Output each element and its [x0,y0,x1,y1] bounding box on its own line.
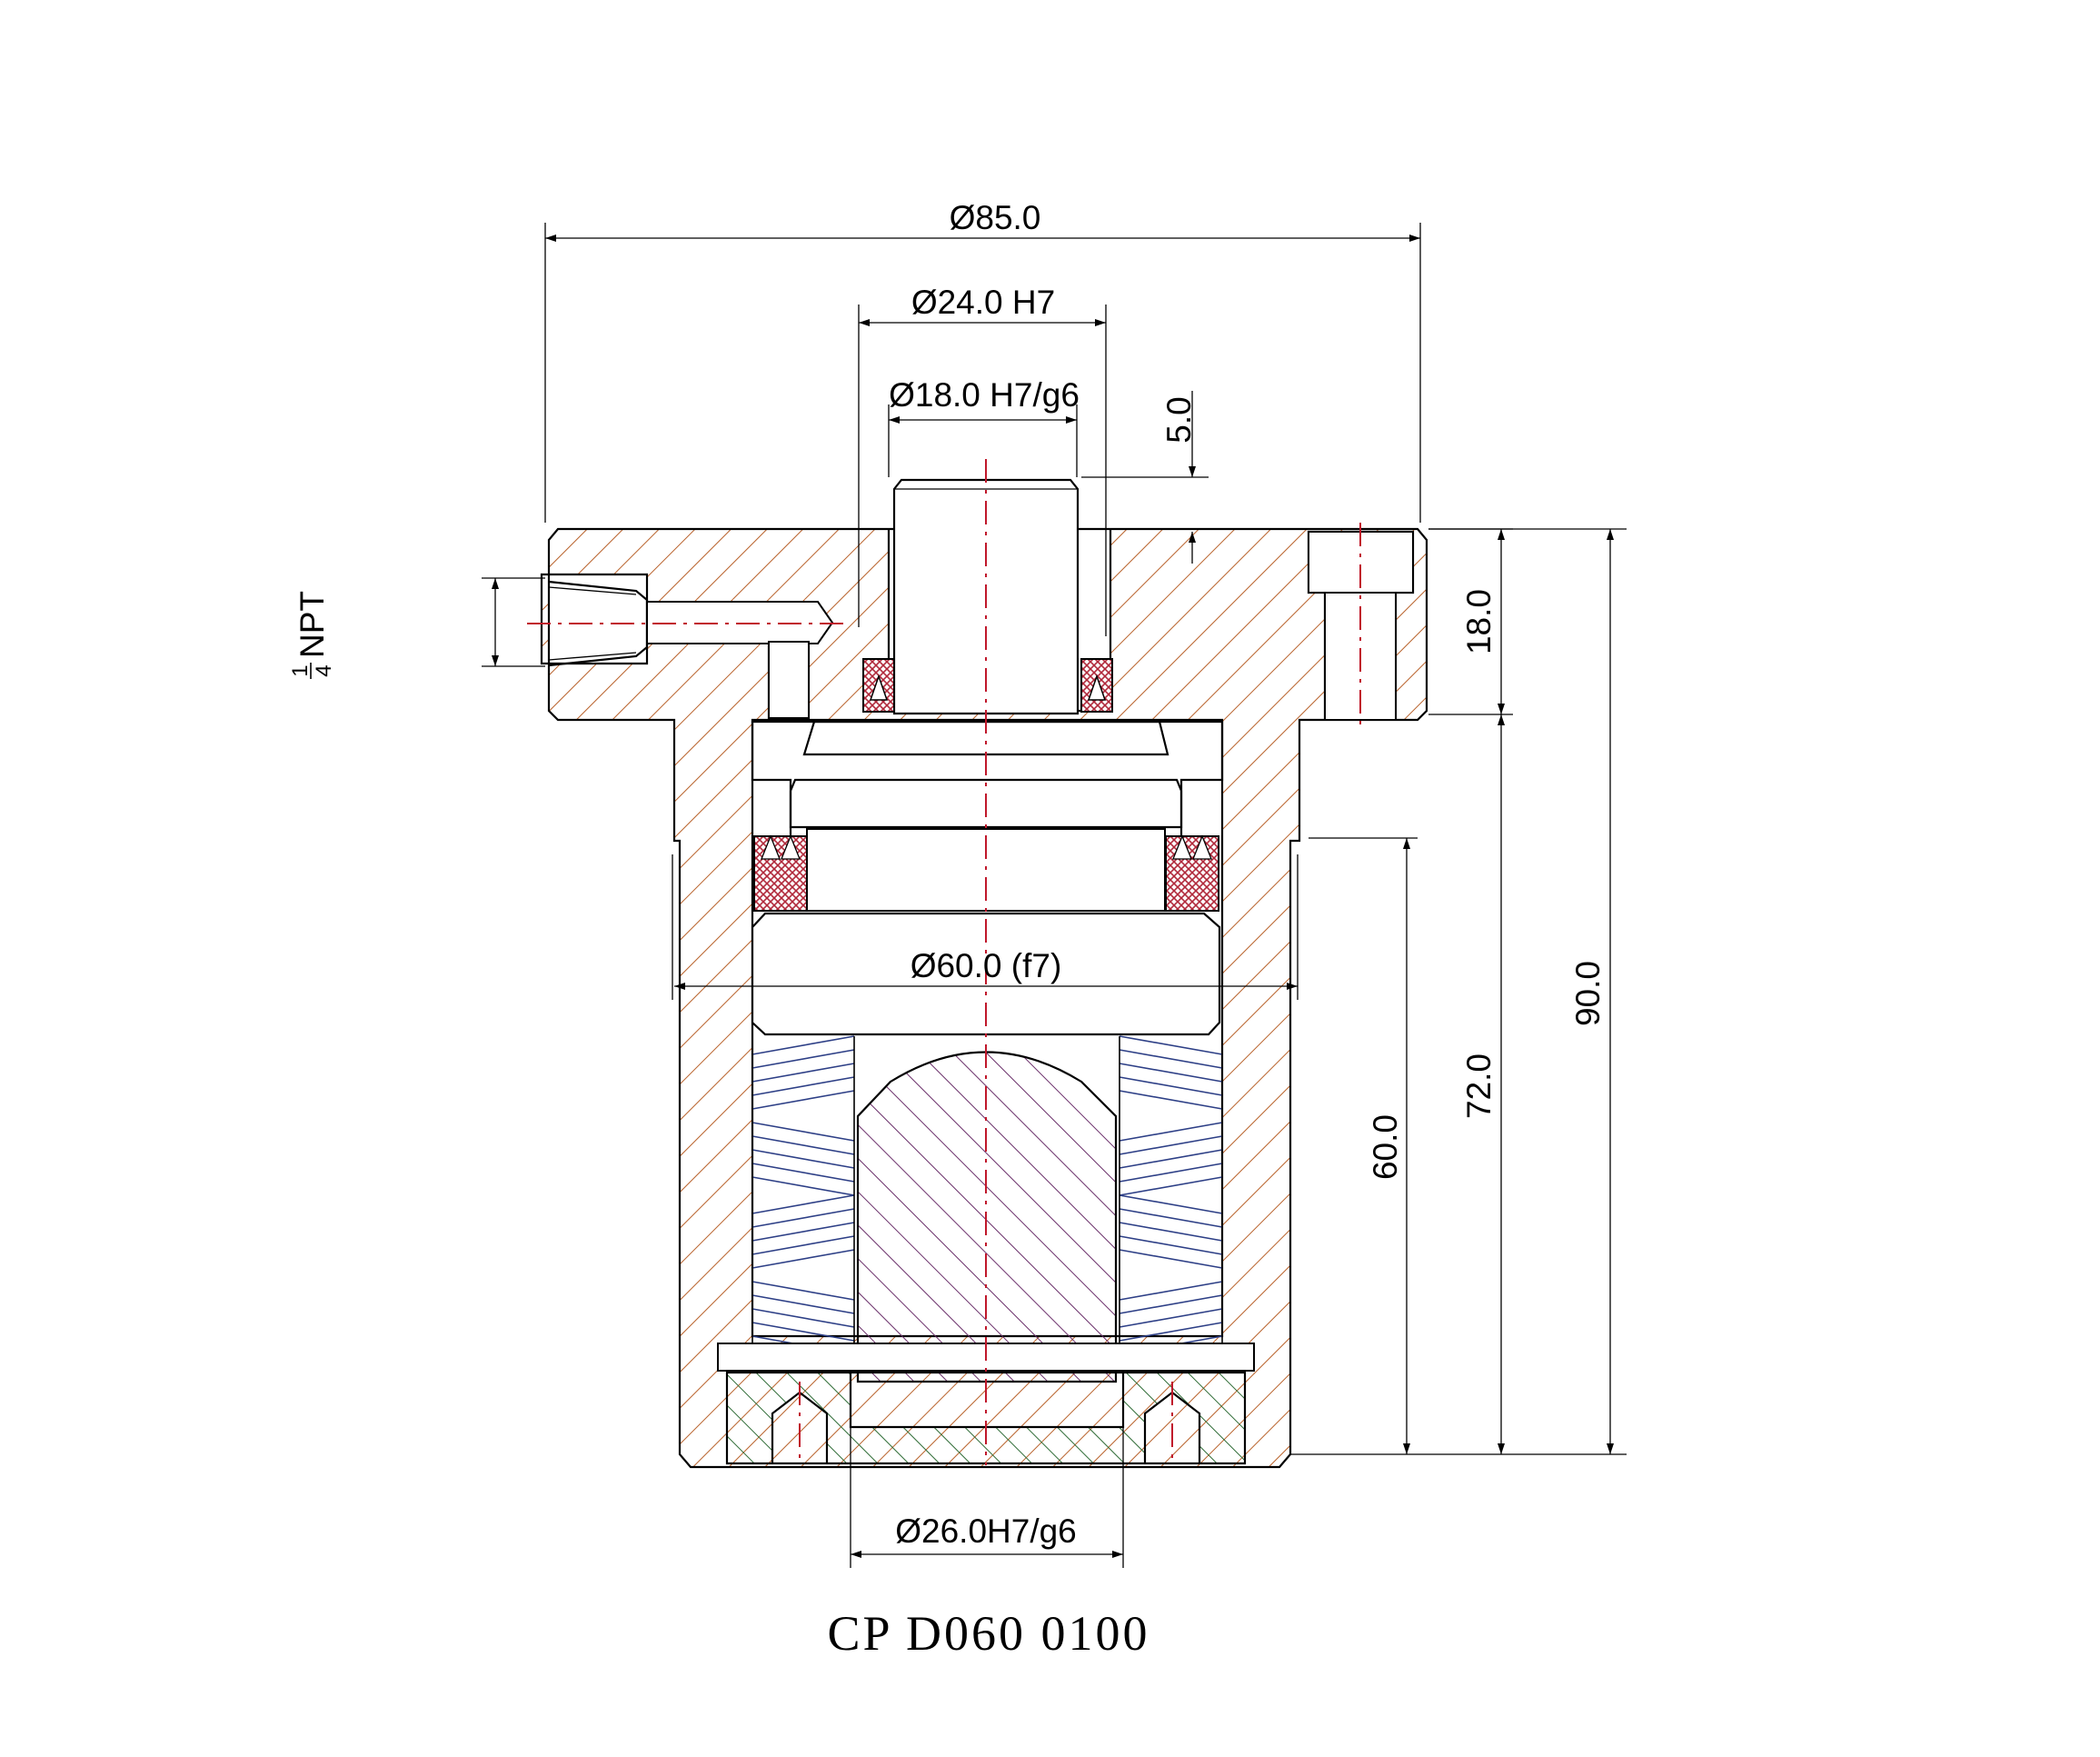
dim-bottom-bore: Ø26.0H7/g6 [895,1512,1077,1550]
piston-stack [751,720,1224,1036]
npt-port [527,580,845,719]
dim-body-diameter: Ø60.0 (f7) [911,947,1062,984]
dim-bore-diameter: Ø24.0 H7 [911,284,1055,321]
dim-flange-thickness: 18.0 [1460,589,1498,654]
top-seals [862,658,1113,713]
spring-stack-left [751,1035,855,1355]
npt-fraction-top: 1 [288,664,313,676]
dim-height-60: 60.0 [1367,1114,1404,1180]
thread-line-top [548,586,637,595]
spring-stack-right [1119,1035,1223,1355]
npt-fraction-bottom: 4 [312,664,336,676]
dim-overall-diameter: Ø85.0 [950,199,1041,236]
dimension-lines [482,223,1627,1568]
dim-height-90: 90.0 [1569,961,1607,1026]
dim-shaft-diameter: Ø18.0 H7/g6 [889,376,1080,414]
npt-unit: NPT [294,591,331,658]
dim-shaft-protrusion: 5.0 [1160,396,1198,443]
npt-label: 1 4 NPT [288,591,336,679]
port-vertical-drill [768,641,810,719]
part-number-title: CP D060 0100 [827,1606,1150,1661]
counterbore [1308,523,1414,727]
mid-seal-right [1165,835,1219,912]
mid-seal-left [753,835,808,912]
thread-line-bottom [548,652,637,661]
dim-height-72: 72.0 [1460,1053,1498,1119]
